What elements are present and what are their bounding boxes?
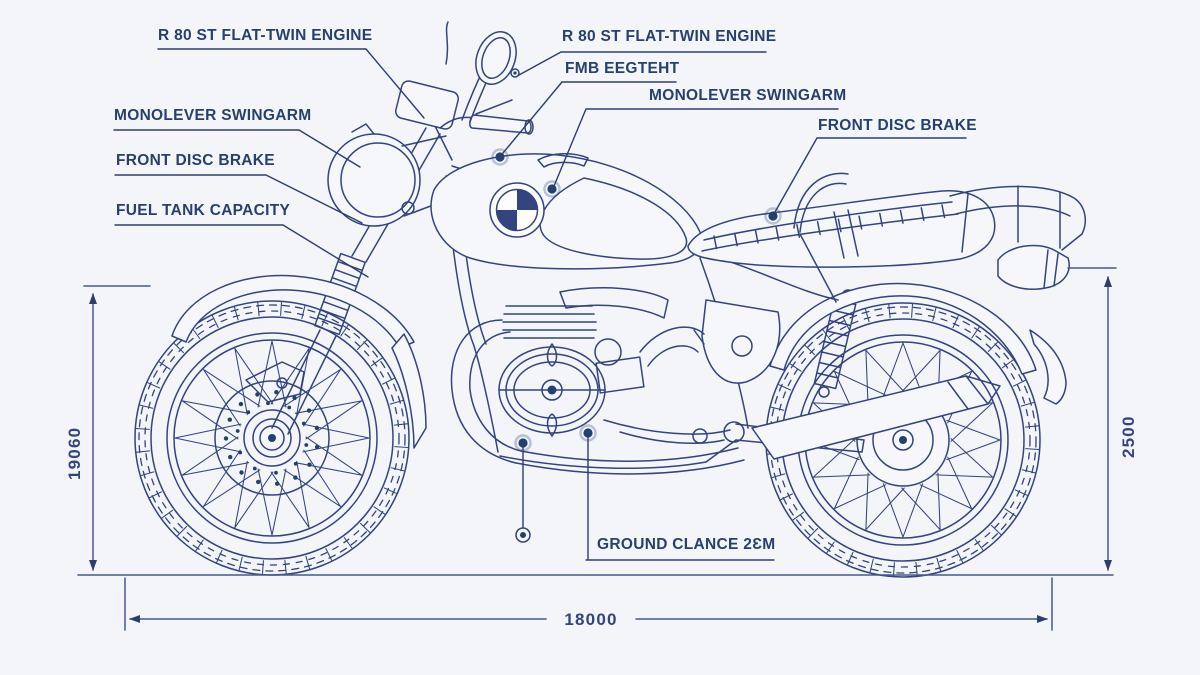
- callout-leader-lines: [113, 48, 967, 561]
- brake-lever: [475, 99, 513, 115]
- side-cover: [701, 299, 781, 384]
- seat: [687, 190, 996, 268]
- leader-brake-right: [774, 137, 967, 213]
- leader-brake-left: [114, 174, 363, 224]
- callout-label-ground-clearance: GROUND CLANCE 2ƐM: [597, 536, 776, 553]
- rear-fender: [769, 282, 1037, 375]
- muffler-tip: [965, 375, 1001, 405]
- filler-cap: [537, 153, 589, 168]
- intake-elbow: [639, 326, 705, 367]
- grab-rail: [793, 172, 849, 233]
- motorcycle-drawing: [134, 21, 1087, 578]
- leader-swingarm-left: [113, 129, 361, 168]
- front-wheel: [134, 300, 410, 576]
- leader-engine-left: [157, 48, 425, 119]
- carburetor: [595, 356, 645, 394]
- cylinder-fins: [502, 305, 597, 339]
- callout-label-swingarm-left: MONOLEVER SWINGARM: [114, 107, 312, 124]
- gearbox: [603, 419, 731, 445]
- dim-length-value: 18000: [564, 610, 617, 629]
- callout-label-fmb: FMB EEGTEHT: [565, 60, 680, 77]
- leader-engine-right: [518, 51, 767, 76]
- cable: [445, 21, 449, 65]
- dim-front-height-value: 19060: [65, 427, 84, 480]
- dim-rear-height-value: 2500: [1119, 415, 1138, 458]
- tail-light: [997, 244, 1070, 290]
- mirror: [461, 31, 517, 123]
- front-fender: [171, 274, 427, 449]
- callout-label-fuel-tank: FUEL TANK CAPACITY: [116, 202, 291, 219]
- fuel-tank: [430, 153, 703, 270]
- front-brake-disc: [214, 361, 330, 496]
- dimension-lines: 19060 2500 18000: [65, 267, 1138, 631]
- engine: [498, 287, 731, 445]
- luggage-rack: [793, 172, 1087, 303]
- leader-ground-clearance: [585, 437, 775, 561]
- callout-label-engine-left: R 80 ST FLAT-TWIN ENGINE: [158, 27, 373, 44]
- bmw-roundel-icon: [489, 182, 545, 238]
- leader-fmb: [502, 81, 677, 154]
- callout-label-engine-right: R 80 ST FLAT-TWIN ENGINE: [562, 28, 777, 45]
- callout-label-brake-right: FRONT DISC BRAKE: [818, 117, 977, 134]
- leader-swingarm-right: [553, 108, 839, 187]
- exhaust: [450, 319, 1001, 475]
- callout-label-brake-left: FRONT DISC BRAKE: [116, 152, 275, 169]
- seat-strap: [833, 209, 859, 259]
- callout-label-swingarm-right: MONOLEVER SWINGARM: [649, 87, 847, 104]
- leader-fuel-tank: [114, 224, 369, 278]
- instrument-cluster: [395, 21, 459, 130]
- rear-mudflap: [1029, 329, 1067, 405]
- brake-caliper: [245, 361, 305, 403]
- airbox: [559, 287, 669, 319]
